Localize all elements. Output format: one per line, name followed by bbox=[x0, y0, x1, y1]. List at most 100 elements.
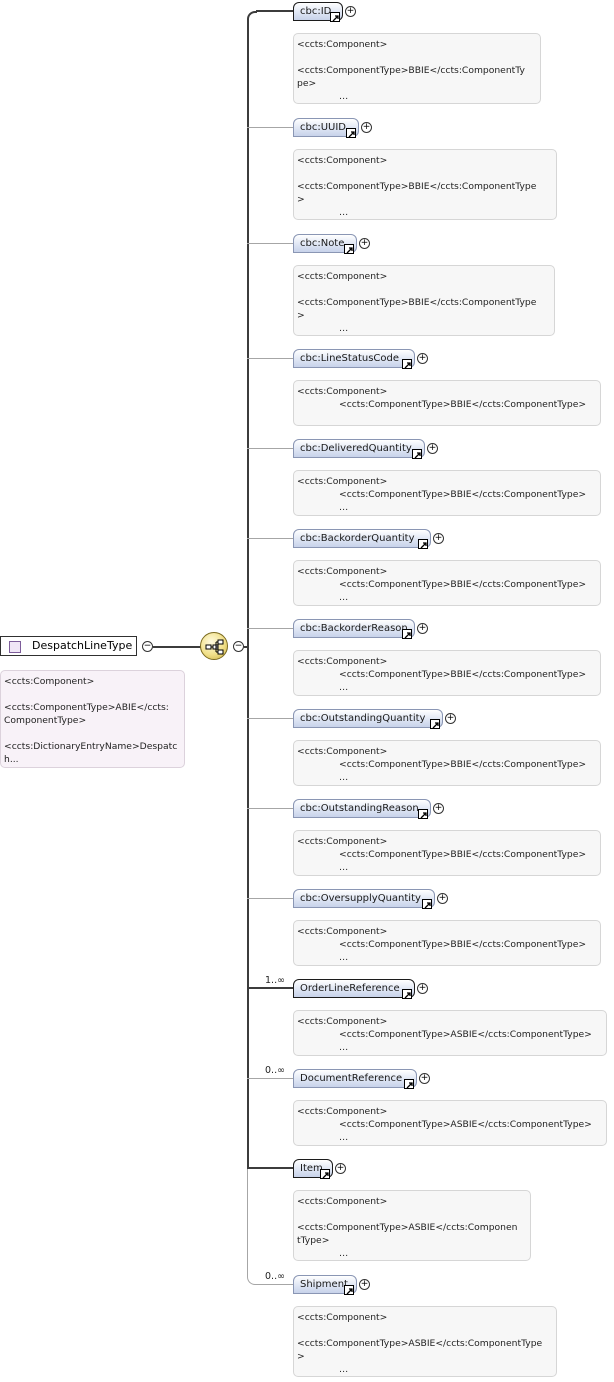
element-box[interactable]: Shipment bbox=[293, 1275, 357, 1294]
root-annotation-line: <ccts:Component> bbox=[4, 676, 95, 687]
element-annotation: <ccts:Component><ccts:ComponentType>BBIE… bbox=[293, 560, 601, 606]
annotation-line: <ccts:ComponentType>ASBIE</ccts:Componen… bbox=[339, 1119, 592, 1130]
element-box[interactable]: cbc:UUID bbox=[293, 118, 359, 137]
element-box[interactable]: cbc:OutstandingReason bbox=[293, 799, 431, 818]
cardinality-label: 0..∞ bbox=[265, 1271, 285, 1282]
sequence-compositor-icon[interactable] bbox=[200, 632, 228, 660]
child-connector bbox=[247, 628, 293, 629]
shortcut-arrow-icon bbox=[402, 629, 412, 639]
trunk-corner-bottom bbox=[247, 1275, 257, 1285]
shortcut-arrow-icon bbox=[422, 899, 432, 909]
annotation-line: tType> bbox=[297, 1235, 330, 1246]
expand-element-icon[interactable]: + bbox=[417, 623, 428, 634]
expand-element-icon[interactable]: + bbox=[359, 238, 370, 249]
shortcut-arrow-icon bbox=[404, 1079, 414, 1089]
annotation-line: > bbox=[297, 310, 305, 321]
annotation-line: … bbox=[339, 1364, 349, 1375]
element-box[interactable]: cbc:OversupplyQuantity bbox=[293, 889, 435, 908]
expand-element-icon[interactable]: + bbox=[359, 1279, 370, 1290]
child-connector bbox=[256, 1284, 293, 1285]
shortcut-arrow-icon bbox=[418, 809, 428, 819]
annotation-line: <ccts:ComponentType>BBIE</ccts:Component… bbox=[297, 181, 537, 192]
child-connector bbox=[247, 127, 293, 128]
expand-element-icon[interactable]: + bbox=[427, 443, 438, 454]
annotation-line: … bbox=[339, 1042, 349, 1053]
annotation-line bbox=[297, 1208, 527, 1221]
annotation-line: … bbox=[339, 682, 349, 693]
expand-element-icon[interactable]: + bbox=[445, 713, 456, 724]
element-box[interactable]: cbc:DeliveredQuantity bbox=[293, 439, 425, 458]
root-annotation-line: <ccts:ComponentType>ABIE</ccts: bbox=[4, 702, 169, 713]
child-connector bbox=[247, 987, 293, 989]
element-annotation: <ccts:Component><ccts:ComponentType>BBIE… bbox=[293, 33, 541, 104]
trunk-required bbox=[247, 19, 249, 1168]
annotation-line: <ccts:Component> bbox=[297, 566, 388, 577]
root-element-box[interactable]: DespatchLineType bbox=[0, 636, 137, 656]
shortcut-arrow-icon bbox=[344, 244, 354, 254]
cardinality-label: 0..∞ bbox=[265, 1065, 285, 1076]
annotation-line bbox=[297, 1324, 553, 1337]
expand-element-icon[interactable]: + bbox=[433, 803, 444, 814]
expand-element-icon[interactable]: + bbox=[417, 983, 428, 994]
annotation-line: … bbox=[339, 207, 349, 218]
expand-element-icon[interactable]: + bbox=[335, 1163, 346, 1174]
annotation-line: > bbox=[297, 194, 305, 205]
annotation-line: <ccts:Component> bbox=[297, 1196, 388, 1207]
element-box[interactable]: cbc:OutstandingQuantity bbox=[293, 709, 443, 728]
annotation-line bbox=[297, 167, 553, 180]
annotation-line: <ccts:Component> bbox=[297, 39, 388, 50]
element-annotation: <ccts:Component><ccts:ComponentType>BBIE… bbox=[293, 380, 601, 426]
element-annotation: <ccts:Component><ccts:ComponentType>BBIE… bbox=[293, 740, 601, 786]
annotation-line: > bbox=[297, 1351, 305, 1362]
child-connector bbox=[247, 808, 293, 809]
annotation-line: pe> bbox=[297, 78, 317, 89]
annotation-line: … bbox=[339, 502, 349, 513]
shortcut-arrow-icon bbox=[418, 539, 428, 549]
expand-element-icon[interactable]: + bbox=[437, 893, 448, 904]
expand-element-icon[interactable]: + bbox=[345, 6, 356, 17]
root-connector bbox=[153, 646, 201, 648]
element-box[interactable]: cbc:Note bbox=[293, 234, 357, 253]
element-box[interactable]: cbc:BackorderQuantity bbox=[293, 529, 431, 548]
annotation-line: <ccts:Component> bbox=[297, 1312, 388, 1323]
annotation-line: <ccts:Component> bbox=[297, 836, 388, 847]
child-connector bbox=[247, 243, 293, 244]
element-box[interactable]: cbc:BackorderReason bbox=[293, 619, 415, 638]
annotation-line: <ccts:Component> bbox=[297, 1016, 388, 1027]
root-annotation-line bbox=[4, 688, 181, 701]
root-annotation: <ccts:Component> <ccts:ComponentType>ABIE… bbox=[0, 670, 185, 768]
shortcut-arrow-icon bbox=[344, 1285, 354, 1295]
trunk-corner-top bbox=[247, 11, 257, 21]
annotation-line: <ccts:Component> bbox=[297, 926, 388, 937]
collapse-sequence-icon[interactable]: − bbox=[233, 641, 244, 652]
element-box[interactable]: cbc:LineStatusCode bbox=[293, 349, 415, 368]
element-box[interactable]: OrderLineReference bbox=[293, 979, 415, 998]
child-connector bbox=[247, 1167, 293, 1169]
element-box[interactable]: DocumentReference bbox=[293, 1069, 417, 1088]
shortcut-arrow-icon bbox=[346, 128, 356, 138]
expand-element-icon[interactable]: + bbox=[419, 1073, 430, 1084]
child-connector bbox=[247, 1078, 293, 1079]
shortcut-arrow-icon bbox=[320, 1169, 330, 1179]
expand-element-icon[interactable]: + bbox=[361, 122, 372, 133]
annotation-line: … bbox=[339, 592, 349, 603]
expand-element-icon[interactable]: + bbox=[417, 353, 428, 364]
element-annotation: <ccts:Component><ccts:ComponentType>BBIE… bbox=[293, 830, 601, 876]
shortcut-arrow-icon bbox=[330, 12, 340, 22]
annotation-line: <ccts:ComponentType>ASBIE</ccts:Componen… bbox=[297, 1338, 543, 1349]
element-annotation: <ccts:Component> <ccts:ComponentType>ASBI… bbox=[293, 1010, 607, 1056]
shortcut-arrow-icon bbox=[430, 719, 440, 729]
annotation-line: <ccts:Component> bbox=[297, 656, 388, 667]
annotation-line bbox=[297, 283, 551, 296]
collapse-root-icon[interactable]: − bbox=[142, 641, 153, 652]
annotation-line: <ccts:ComponentType>ASBIE</ccts:Componen… bbox=[339, 1029, 592, 1040]
annotation-line: … bbox=[339, 952, 349, 963]
annotation-line: <ccts:ComponentType>BBIE</ccts:Component… bbox=[339, 939, 587, 950]
annotation-line: <ccts:Component> bbox=[297, 155, 388, 166]
element-annotation: <ccts:Component><ccts:ComponentType>BBIE… bbox=[293, 650, 601, 696]
expand-element-icon[interactable]: + bbox=[433, 533, 444, 544]
element-annotation: <ccts:Component><ccts:ComponentType>ASBI… bbox=[293, 1100, 607, 1146]
root-annotation-line: <ccts:DictionaryEntryName>Despatc bbox=[4, 741, 178, 752]
annotation-line: <ccts:Component> bbox=[297, 476, 388, 487]
